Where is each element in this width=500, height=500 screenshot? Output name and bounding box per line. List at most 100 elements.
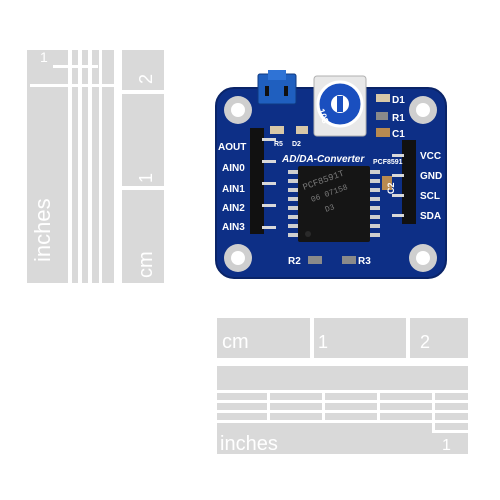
led-d1	[376, 94, 390, 102]
resistor-r5	[270, 126, 284, 134]
left-header-body	[250, 128, 264, 234]
inch-tick	[377, 390, 380, 423]
ref-designators: R5 D2 D1 R1 C1 C2 R2 R3	[274, 95, 405, 267]
led-d2	[296, 126, 308, 134]
pin-label-aout: AOUT	[218, 142, 246, 153]
pin-label-sda: SDA	[420, 211, 441, 222]
inch-tick	[322, 390, 325, 423]
capacitor-c1	[376, 128, 390, 137]
board-title: AD/DA-Converter	[281, 154, 365, 165]
vertical-cm-label: cm	[135, 251, 157, 278]
cm-segment	[410, 318, 468, 358]
jumper-header	[257, 70, 297, 105]
inch-tick	[72, 50, 78, 283]
pcb-board: 103 AOUT AIN0 AIN1 AIN2 AIN3 VCC	[215, 70, 447, 279]
ref-c2: C2	[386, 182, 396, 194]
cm-segment	[217, 318, 310, 358]
inch-mark-line	[53, 65, 98, 68]
hole-center	[231, 251, 245, 265]
ic-body	[298, 166, 370, 242]
chip-marking-line3: D3	[324, 203, 336, 215]
mounting-hole-tr	[409, 96, 437, 124]
mounting-hole-br	[409, 244, 437, 272]
inch-mark-line	[217, 410, 468, 413]
header-pin	[262, 226, 276, 229]
ref-r1: R1	[392, 113, 405, 124]
ref-r2: R2	[288, 256, 301, 267]
inch-mark-line	[30, 84, 114, 87]
hole-center	[416, 251, 430, 265]
horizontal-cm-number-1: 1	[318, 332, 328, 352]
inch-tick	[82, 50, 88, 283]
pin-label-ain2: AIN2	[222, 203, 245, 214]
header-pin	[262, 160, 276, 163]
mounting-hole-tl	[224, 96, 252, 124]
inch-tick	[102, 50, 114, 283]
header-pin	[392, 194, 404, 197]
vertical-cm-number-2: 2	[136, 74, 156, 84]
header-pin	[262, 182, 276, 185]
ic-pins-left	[288, 170, 298, 237]
inch-mark-line	[217, 400, 468, 403]
ref-ic: PCF8591	[373, 159, 403, 166]
jumper-pin	[265, 86, 269, 96]
pin-label-vcc: VCC	[420, 151, 441, 162]
right-header-body	[402, 140, 416, 224]
ic-pin1-dot	[305, 231, 311, 237]
resistor-r1	[376, 112, 388, 120]
ref-r5: R5	[274, 141, 283, 148]
jumper-top	[268, 70, 286, 80]
inch-tick	[432, 390, 435, 430]
horizontal-ruler: cm 1 2 inches 1	[217, 318, 468, 455]
pin-label-ain1: AIN1	[222, 184, 245, 195]
ref-d1: D1	[392, 95, 405, 106]
pin-label-ain3: AIN3	[222, 222, 245, 233]
ic-pins-right	[370, 170, 380, 237]
header-pin	[392, 214, 404, 217]
inch-ruler-strip	[27, 50, 62, 283]
vertical-inches-label: inches	[30, 198, 55, 262]
smd-components	[270, 94, 392, 264]
capacitor-c2	[382, 176, 392, 190]
inch-mark-line	[217, 390, 468, 393]
inch-tick	[92, 50, 99, 283]
horizontal-inch-number: 1	[442, 437, 451, 454]
mounting-hole-bl	[224, 244, 252, 272]
horizontal-cm-number-2: 2	[420, 332, 430, 352]
vertical-inch-number: 1	[40, 49, 48, 65]
vertical-cm-number-1: 1	[136, 173, 156, 183]
left-pin-header	[250, 128, 276, 234]
inch-tick	[62, 50, 68, 283]
pin-label-gnd: GND	[420, 171, 442, 182]
ref-c1: C1	[392, 129, 405, 140]
left-pin-labels: AOUT AIN0 AIN1 AIN2 AIN3	[218, 142, 246, 233]
resistor-r2	[308, 256, 322, 264]
right-pin-labels: VCC GND SCL SDA	[420, 151, 442, 222]
inch-mark-line	[217, 420, 468, 423]
header-pin	[262, 138, 276, 141]
header-pin	[262, 204, 276, 207]
ic-chip: PCF8591T 06 07158 D3	[288, 166, 380, 242]
cm-segment	[314, 318, 406, 358]
ref-r3: R3	[358, 256, 371, 267]
header-pin	[392, 174, 404, 177]
pin-label-ain0: AIN0	[222, 163, 245, 174]
potentiometer: 103	[313, 75, 367, 137]
hole-center	[416, 103, 430, 117]
inch-mark-line	[432, 430, 468, 433]
vertical-ruler: 1 inches 2 1 cm	[27, 49, 164, 283]
hole-center	[231, 103, 245, 117]
inch-tick	[267, 390, 270, 423]
header-pin	[392, 154, 404, 157]
jumper-pin	[284, 86, 288, 96]
pin-label-scl: SCL	[420, 191, 440, 202]
cm-segment	[122, 190, 164, 283]
right-pin-header	[392, 140, 416, 224]
pot-marking: 103	[316, 107, 331, 125]
cm-segment	[122, 50, 164, 90]
horizontal-cm-label: cm	[222, 331, 249, 353]
pot-slot	[337, 96, 343, 112]
horizontal-inches-label: inches	[220, 433, 278, 455]
resistor-r3	[342, 256, 356, 264]
